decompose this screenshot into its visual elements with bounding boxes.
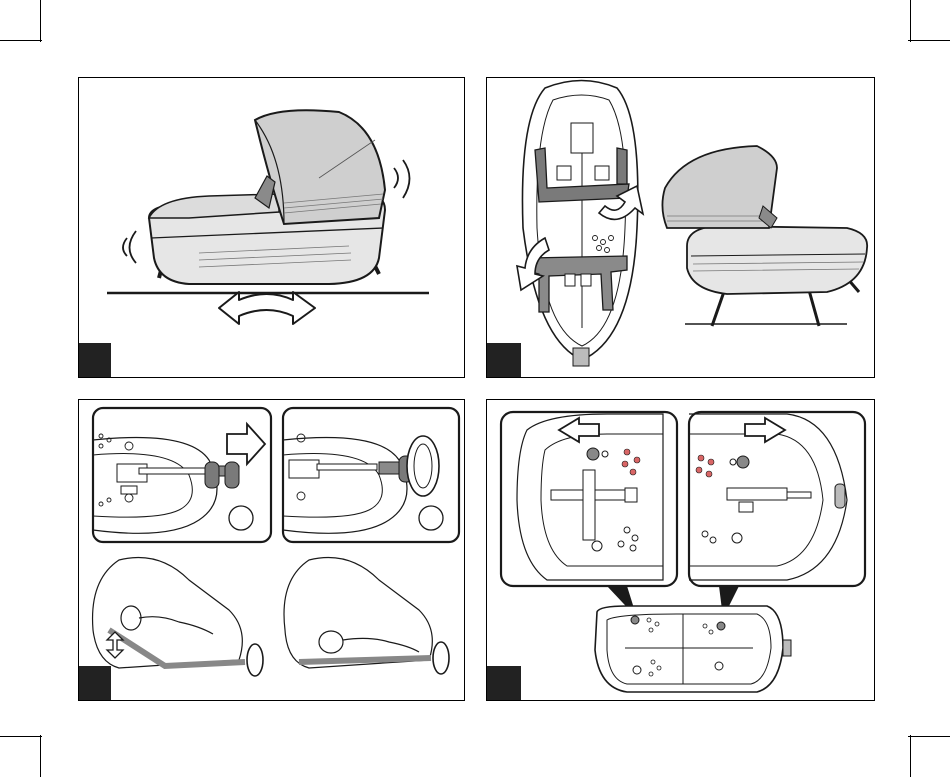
crop-mark	[908, 736, 950, 737]
locks-illustration	[487, 400, 875, 701]
rocking-carrycot-illustration	[79, 78, 465, 378]
step-badge	[487, 343, 521, 377]
crop-mark	[910, 0, 911, 42]
panel-locks	[486, 399, 875, 701]
panel-backrest-knob	[78, 399, 465, 701]
backrest-knob-illustration	[79, 400, 465, 701]
step-badge	[79, 666, 111, 700]
crop-mark	[0, 736, 42, 737]
step-badge	[79, 343, 111, 377]
panel-rocking	[78, 77, 465, 378]
crop-mark	[0, 40, 42, 41]
crop-mark	[40, 0, 41, 42]
legs-fold-illustration	[487, 78, 875, 378]
rotate-arrow-icon	[433, 642, 449, 674]
rotate-arrow-icon	[407, 436, 439, 496]
crop-mark	[40, 735, 41, 777]
rocking-arrow-icon	[219, 292, 315, 324]
step-badge	[487, 666, 521, 700]
rotate-arrow-icon	[247, 644, 263, 676]
crop-mark	[910, 735, 911, 777]
crop-mark	[908, 40, 950, 41]
panel-legs-fold	[486, 77, 875, 378]
